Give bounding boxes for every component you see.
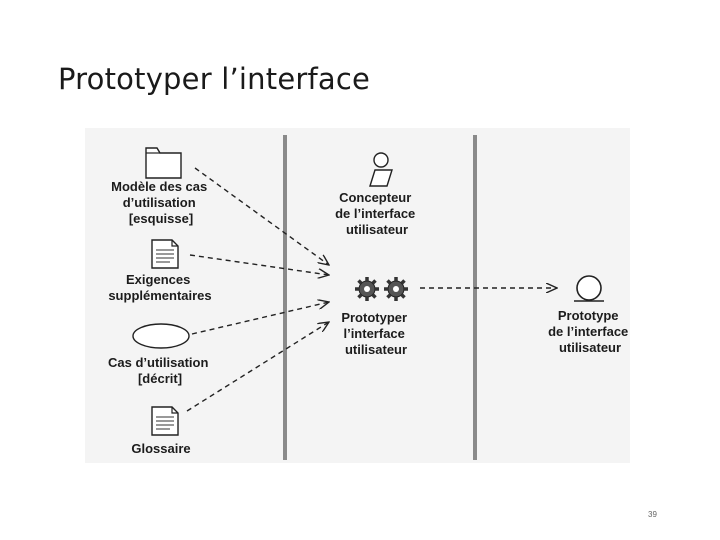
use-case-model-label: Modèle des cas d’utilisation [esquisse]: [111, 179, 211, 226]
arrow-requirements: [189, 254, 329, 275]
page-number: 39: [648, 510, 657, 519]
gears-icon: [355, 277, 408, 301]
diagram-background: [85, 128, 630, 463]
swimlane-divider-right: [473, 135, 477, 460]
package-icon: [145, 147, 182, 179]
glossary-label: Glossaire: [131, 441, 190, 456]
activity-label: Prototyper l’interface utilisateur: [341, 310, 410, 357]
worker-label: Concepteur de l’interface utilisateur: [335, 190, 419, 237]
document-icon: [151, 239, 179, 269]
prototype-label: Prototype de l’interface utilisateur: [548, 308, 632, 355]
slide-title: Prototyper l’interface: [58, 62, 371, 96]
worker-icon: [369, 152, 393, 187]
arrow-glossary: [186, 322, 329, 412]
use-case-icon: [132, 323, 190, 349]
arrow-use-case-model: [194, 167, 329, 265]
prototype-icon: [574, 275, 604, 302]
arrow-use-case: [191, 302, 329, 335]
supplementary-requirements-label: Exigences supplémentaires: [108, 272, 211, 303]
swimlane-divider-left: [283, 135, 287, 460]
use-case-label: Cas d’utilisation [décrit]: [108, 355, 212, 386]
glossary-document-icon: [151, 406, 179, 436]
